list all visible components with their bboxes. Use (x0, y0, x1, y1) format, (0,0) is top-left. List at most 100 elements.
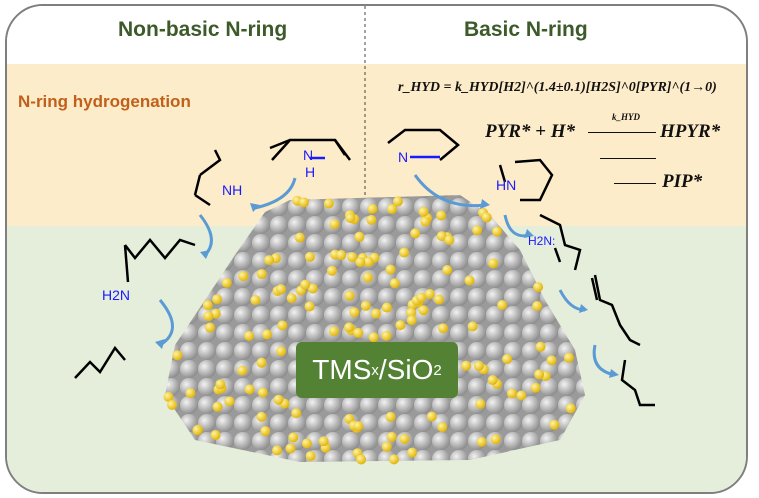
sulfur-atom (163, 391, 174, 402)
sulfur-atom (291, 408, 302, 419)
sulfur-atom (436, 210, 447, 221)
sulfur-atom (385, 264, 396, 275)
sulfur-atom (407, 447, 418, 458)
sulfur-atom (345, 213, 356, 224)
arrow-pyrrole-to-pyrrolidine (254, 177, 297, 210)
sulfur-atom (202, 300, 213, 311)
sulfur-atom (307, 283, 318, 294)
atom-h2n-left: H2N (102, 287, 130, 303)
alkane-left (74, 345, 126, 379)
sulfur-atom (464, 275, 475, 286)
sulfur-atom (347, 252, 358, 263)
sulfur-atom (399, 433, 410, 444)
sulfur-atom (438, 323, 449, 334)
sulfur-atom (426, 411, 437, 422)
sulfur-atom (344, 290, 355, 301)
sulfur-atom (416, 292, 427, 303)
sulfur-atom (366, 214, 377, 225)
sulfur-atom (487, 375, 498, 386)
alkane-right (620, 359, 655, 407)
sulfur-atom (329, 219, 340, 230)
arrow-to-alkane-left (158, 299, 174, 347)
sulfur-atom (381, 441, 392, 452)
sulfur-atom (224, 396, 235, 407)
sulfur-atom (288, 432, 299, 443)
sulfur-atom (210, 430, 221, 441)
sulfur-atom (172, 350, 183, 361)
sulfur-atom (399, 247, 410, 258)
catalyst-main: TMS (312, 354, 372, 385)
sulfur-atom (212, 294, 223, 305)
sulfur-atom (294, 232, 305, 243)
amine-chain-left (123, 238, 196, 283)
sulfur-atom (461, 360, 472, 371)
step1-rate-constant: k_HYD (612, 112, 640, 122)
sulfur-atom (476, 436, 487, 447)
sulfur-atom (506, 388, 517, 399)
sulfur-atom (286, 293, 297, 304)
sulfur-atom (368, 332, 379, 343)
sulfur-atom (273, 394, 284, 405)
sulfur-atom (298, 197, 309, 208)
sulfur-atom (318, 436, 329, 447)
sulfur-atom (300, 279, 311, 290)
sulfur-atom (367, 203, 378, 214)
atom-n-pyrrole: N (303, 147, 313, 163)
sulfur-atom (336, 250, 347, 261)
title-non-basic: Non-basic N-ring (118, 18, 288, 41)
sulfur-atom (549, 419, 560, 430)
atom-h-pyrrole: H (305, 164, 315, 180)
sulfur-atom (323, 198, 334, 209)
catalyst-support: /SiO (378, 354, 434, 385)
catalyst-sub-2: 2 (433, 361, 442, 379)
sulfur-atom (418, 305, 429, 316)
sulfur-atom (328, 326, 339, 337)
sulfur-atom (386, 204, 397, 215)
sulfur-atom (354, 231, 365, 242)
sulfur-atom (530, 382, 541, 393)
sulfur-atom (388, 454, 399, 465)
sulfur-atom (442, 264, 453, 275)
sulfur-atom (185, 387, 196, 398)
sulfur-atom (256, 357, 267, 368)
sulfur-atom (406, 315, 417, 326)
sulfur-atom (285, 443, 296, 454)
sulfur-atom (204, 322, 215, 333)
sulfur-atom (389, 278, 400, 289)
sulfur-atom (395, 320, 406, 331)
sulfur-atom (385, 411, 396, 422)
step1-reactants: PYR* + H* (485, 121, 575, 142)
piperidine-ring (498, 158, 554, 202)
sulfur-atom (436, 231, 447, 242)
pyridine-ring (387, 128, 460, 161)
amine-chain-right (539, 213, 582, 271)
sulfur-atom (490, 434, 501, 445)
sulfur-atom (418, 206, 429, 217)
sulfur-atom (370, 308, 381, 319)
sulfur-atom (437, 422, 448, 433)
sulfur-atom (563, 352, 574, 363)
sulfur-atom (386, 431, 397, 442)
sulfur-atom (488, 258, 499, 269)
title-basic: Basic N-ring (464, 18, 588, 41)
nanoparticle (163, 195, 585, 465)
sulfur-atom (349, 307, 360, 318)
arrowheads (155, 199, 619, 378)
sulfur-atom (535, 341, 546, 352)
sulfur-atom (362, 272, 373, 283)
sulfur-atom (467, 321, 478, 332)
header-band (7, 6, 746, 64)
sulfur-atom (261, 329, 272, 340)
sulfur-atom (565, 403, 576, 414)
sulfur-atom (215, 379, 226, 390)
sulfur-atom (276, 346, 287, 357)
sulfur-atom (305, 450, 316, 461)
sulfur-atom (533, 281, 544, 292)
atom-n-pyridine: N (398, 149, 408, 165)
sulfur-atom (260, 426, 271, 437)
rate-law-equation: r_HYD = k_HYD[H2]^(1.4±0.1)[H2S]^0[PYR]^… (398, 80, 717, 95)
sulfur-atom (356, 454, 367, 465)
